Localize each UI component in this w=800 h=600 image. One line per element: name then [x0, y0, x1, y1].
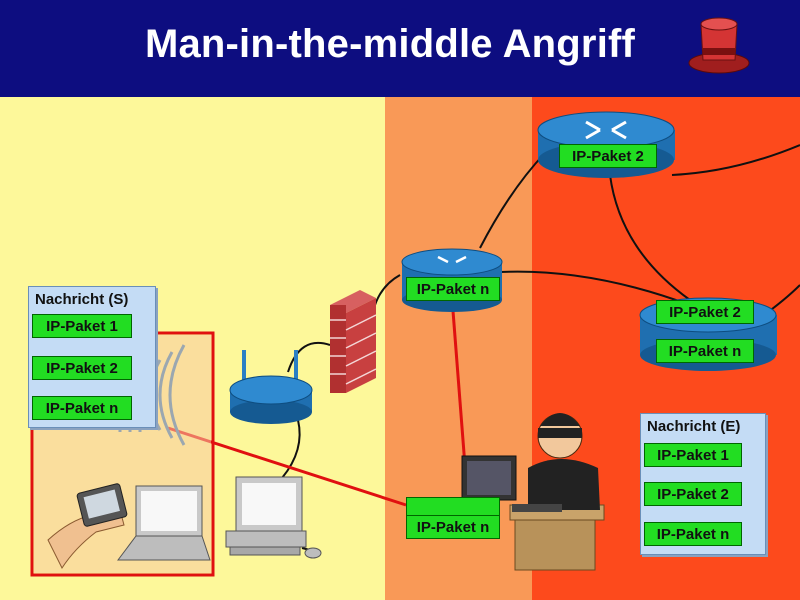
router-middle-packet: IP-Paket n: [406, 277, 500, 301]
receiver-packet-n: IP-Paket n: [644, 522, 742, 546]
sender-packet-1: IP-Paket 1: [32, 314, 132, 338]
attacker-packet-back: [406, 497, 500, 517]
wireless-router-icon: [229, 350, 313, 424]
receiver-packet-1: IP-Paket 1: [644, 443, 742, 467]
attacker-icon: [461, 413, 605, 571]
sender-packet-n: IP-Paket n: [32, 396, 132, 420]
receiver-packet-2: IP-Paket 2: [644, 482, 742, 506]
network-links: [281, 144, 800, 553]
header-bar: Man-in-the-middle Angriff: [0, 0, 800, 97]
desktop-pc-icon: [225, 476, 322, 559]
router-top-packet: IP-Paket 2: [559, 144, 657, 168]
sender-packet-2: IP-Paket 2: [32, 356, 132, 380]
router-right-packet-2: IP-Paket 2: [656, 300, 754, 324]
receiver-message-title: Nachricht (E): [647, 418, 741, 435]
router-right-packet-n: IP-Paket n: [656, 339, 754, 363]
pda-icon: [47, 483, 128, 570]
laptop-icon: [117, 485, 211, 561]
slide-title: Man-in-the-middle Angriff: [144, 22, 636, 66]
attacker-packet-n: IP-Paket n: [406, 515, 500, 539]
firewall-icon: [330, 290, 377, 393]
sender-message-title: Nachricht (S): [35, 291, 129, 308]
top-hat-icon: [688, 17, 750, 74]
